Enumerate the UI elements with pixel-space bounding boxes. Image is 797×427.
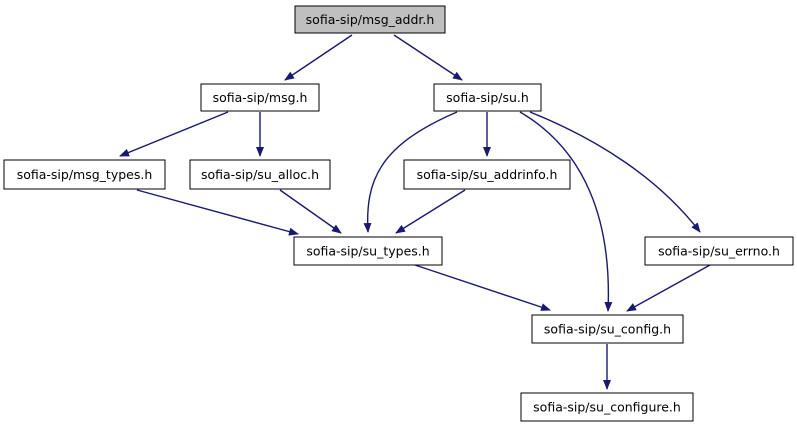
node-label: sofia-sip/msg.h <box>213 90 308 105</box>
node-su-addrinfo[interactable]: sofia-sip/su_addrinfo.h <box>403 159 571 190</box>
node-label: sofia-sip/msg_addr.h <box>306 12 435 27</box>
edge-msg_addr-su <box>393 34 463 81</box>
edges <box>119 34 711 390</box>
node-su-config[interactable]: sofia-sip/su_config.h <box>531 314 684 344</box>
node-label: sofia-sip/su_alloc.h <box>201 167 319 182</box>
edge-su-su_config <box>519 111 613 312</box>
edge-su_types-su_config <box>414 264 551 311</box>
node-su[interactable]: sofia-sip/su.h <box>433 83 542 112</box>
edge-msg_addr-msg <box>284 34 353 81</box>
node-label: sofia-sip/su_configure.h <box>533 400 681 415</box>
node-su-errno[interactable]: sofia-sip/su_errno.h <box>644 236 794 266</box>
node-label: sofia-sip/su_addrinfo.h <box>417 167 558 182</box>
edge-msg-msg_types <box>119 111 229 157</box>
node-label: sofia-sip/su_errno.h <box>658 244 780 259</box>
edge-su-su_errno <box>529 111 701 233</box>
node-su-alloc[interactable]: sofia-sip/su_alloc.h <box>189 159 331 190</box>
node-msg[interactable]: sofia-sip/msg.h <box>200 83 320 112</box>
node-label: sofia-sip/su.h <box>446 90 529 105</box>
edge-su_addrinfo-su_types <box>395 189 466 234</box>
node-msg-addr-root[interactable]: sofia-sip/msg_addr.h <box>294 5 446 34</box>
node-msg-types[interactable]: sofia-sip/msg_types.h <box>3 159 166 190</box>
node-label: sofia-sip/su_types.h <box>306 244 429 259</box>
node-su-configure[interactable]: sofia-sip/su_configure.h <box>520 392 694 422</box>
edge-su-su_types <box>363 111 458 233</box>
edge-su_alloc-su_types <box>279 189 342 234</box>
node-label: sofia-sip/su_config.h <box>544 322 671 337</box>
node-su-types[interactable]: sofia-sip/su_types.h <box>293 236 443 266</box>
edge-su_errno-su_config <box>626 264 711 312</box>
edge-msg_types-su_types <box>136 189 299 236</box>
node-label: sofia-sip/msg_types.h <box>17 167 153 182</box>
